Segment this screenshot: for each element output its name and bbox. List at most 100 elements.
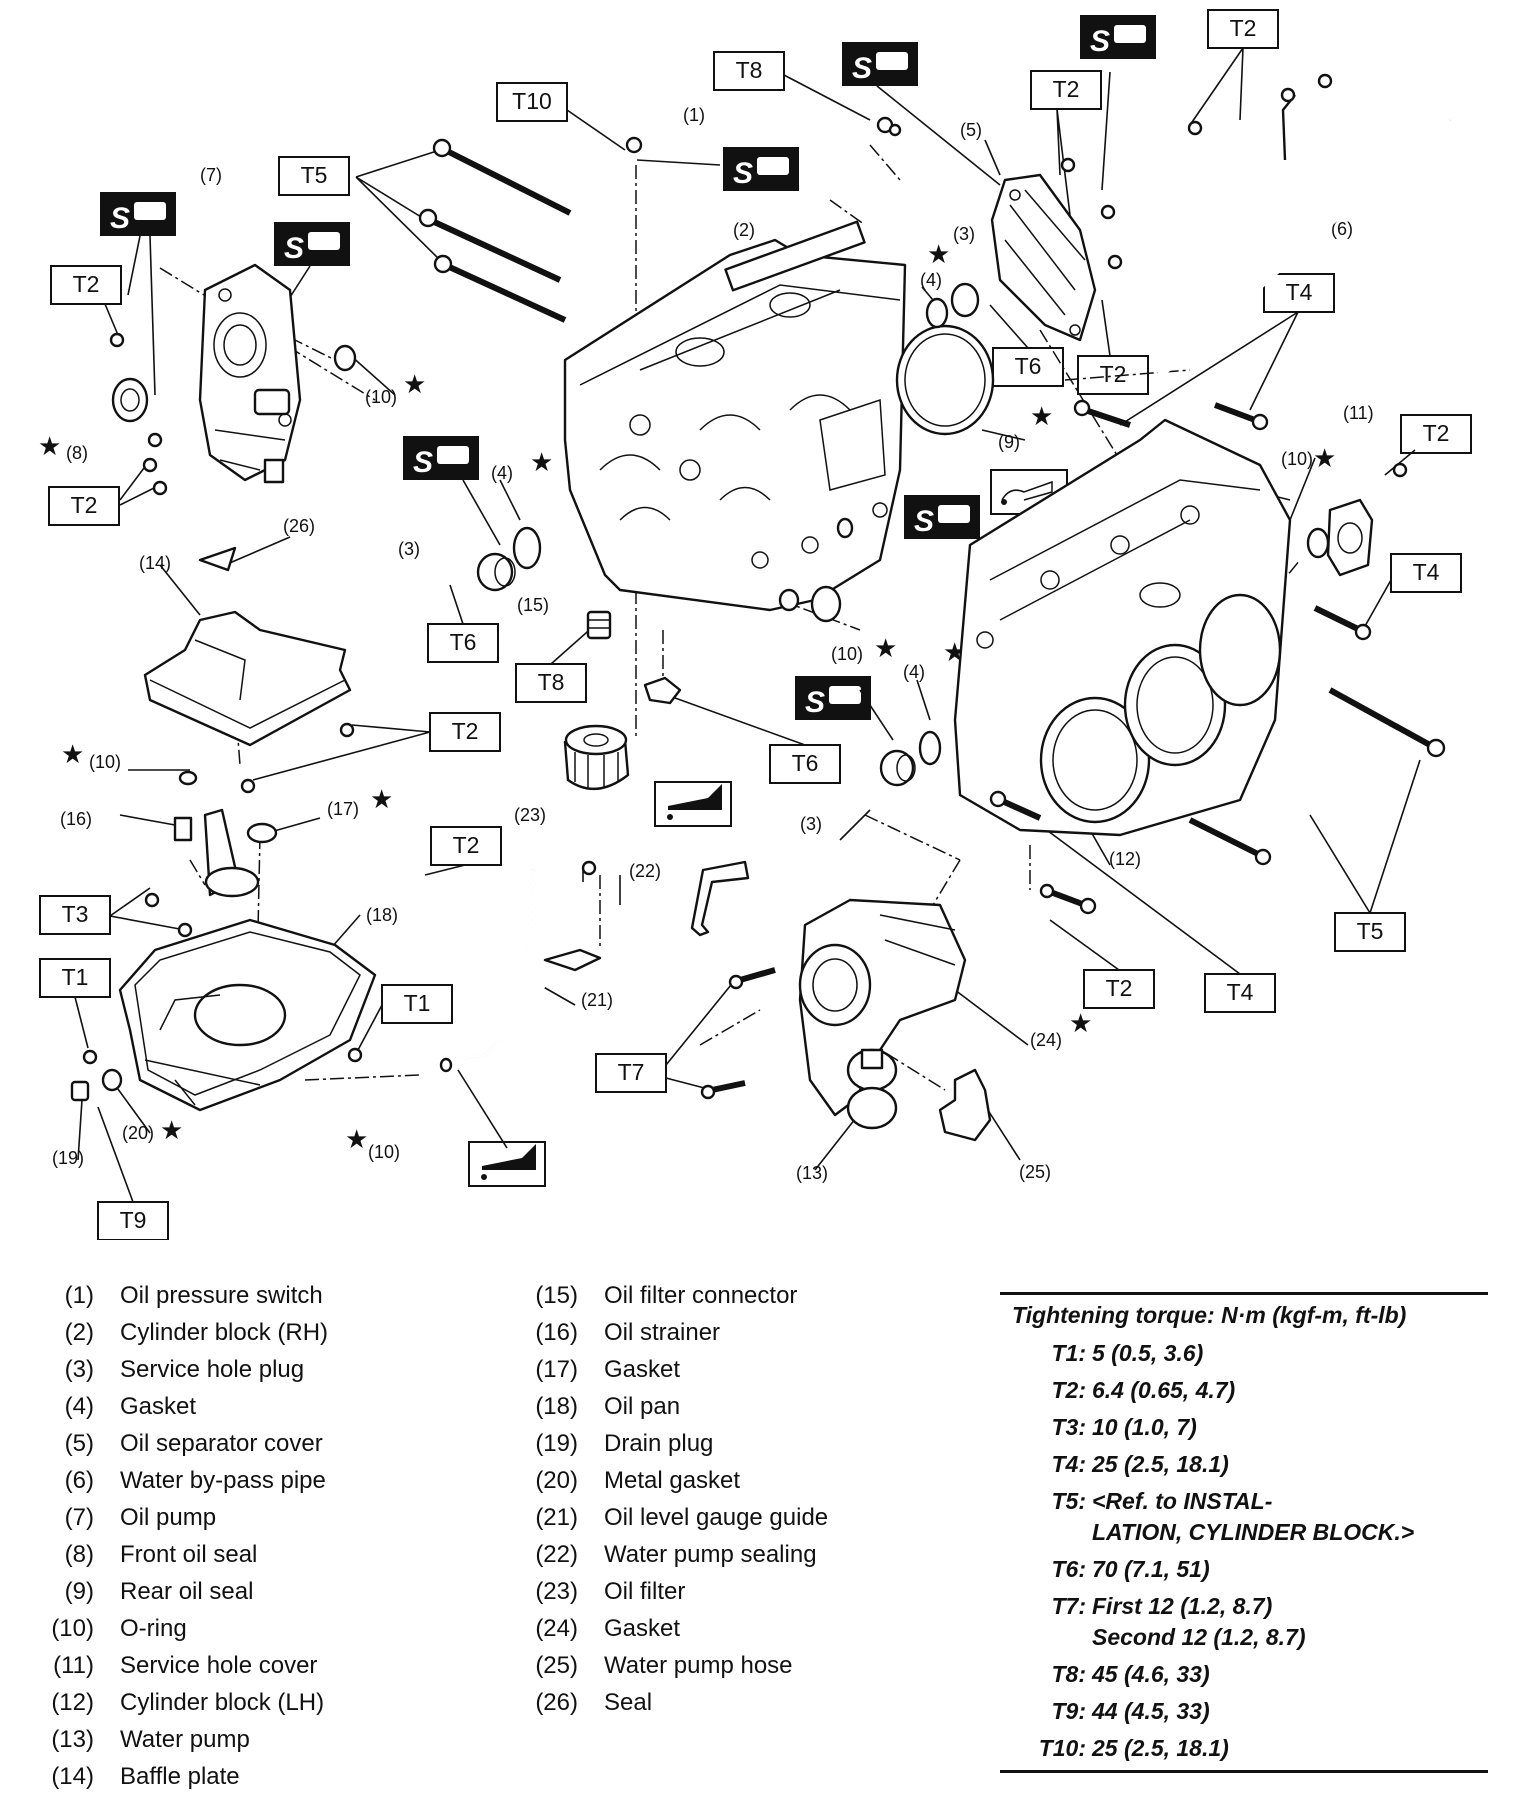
torque-label-t2: T2 — [430, 826, 502, 866]
torque-row: T8:45 (4.6, 33) — [1000, 1659, 1488, 1690]
svg-text:(10): (10) — [368, 1142, 400, 1162]
o-ring — [178, 770, 198, 786]
svg-text:T6: T6 — [450, 629, 477, 655]
oil-pan — [118, 918, 377, 1112]
svg-text:T1: T1 — [62, 964, 89, 990]
svg-text:T4: T4 — [1286, 279, 1313, 305]
torque-value: Second 12 (1.2, 8.7) — [1092, 1624, 1306, 1650]
part-callouts: (1) (2) (3) (3) (3) (4) (4) (4) (5) (6) … — [52, 105, 1374, 1183]
svg-text:T8: T8 — [736, 57, 763, 83]
o-ring — [778, 517, 854, 623]
part-name: Baffle plate — [120, 1763, 240, 1790]
svg-text:T3: T3 — [62, 901, 89, 927]
torque-row: T1:5 (0.5, 3.6) — [1000, 1338, 1488, 1369]
torque-value: LATION, CYLINDER BLOCK.> — [1092, 1519, 1415, 1545]
torque-row: T6:70 (7.1, 51) — [1000, 1554, 1488, 1585]
torque-value: 70 (7.1, 51) — [1092, 1556, 1210, 1582]
torque-code: T10: — [1038, 1735, 1086, 1761]
part-number: (16) — [535, 1319, 578, 1346]
part-name: Oil separator cover — [120, 1430, 323, 1457]
svg-text:(11): (11) — [1343, 403, 1374, 423]
svg-text:T2: T2 — [1106, 975, 1133, 1001]
svg-text:(21): (21) — [581, 990, 613, 1010]
parts-list-item: (6)Water by-pass pipe — [48, 1467, 448, 1504]
part-name: Oil pan — [604, 1393, 681, 1420]
svg-text:(1): (1) — [683, 105, 705, 125]
torque-label-t5: T5 — [1334, 912, 1406, 952]
torque-code: T2: — [1051, 1377, 1087, 1403]
torque-row: T3:10 (1.0, 7) — [1000, 1412, 1488, 1443]
part-name: Service hole cover — [120, 1652, 318, 1679]
parts-list-item: (7)Oil pump — [48, 1504, 448, 1541]
parts-list-item: (13)Water pump — [48, 1726, 448, 1763]
torque-label-t8: T8 — [713, 51, 785, 91]
water-pump — [798, 898, 967, 1130]
svg-text:(3): (3) — [953, 224, 975, 244]
torque-row: T5:<Ref. to INSTAL-LATION, CYLINDER BLOC… — [1000, 1486, 1488, 1548]
svg-text:T4: T4 — [1227, 979, 1254, 1005]
svg-text:★: ★ — [530, 447, 553, 477]
svg-text:(18): (18) — [366, 905, 398, 925]
parts-list-item: (26)Seal — [532, 1689, 952, 1726]
parts-list-item: (18)Oil pan — [532, 1393, 952, 1430]
o-ring — [333, 344, 357, 372]
svg-text:(10): (10) — [89, 752, 121, 772]
svg-text:(16): (16) — [60, 809, 92, 829]
svg-text:S: S — [733, 157, 753, 190]
svg-text:(3): (3) — [398, 539, 420, 559]
torque-row: T9:44 (4.5, 33) — [1000, 1696, 1488, 1727]
part-number: (14) — [51, 1763, 94, 1790]
parts-list-column-2: (15)Oil filter connector(16)Oil strainer… — [532, 1282, 952, 1726]
parts-list-item: (21)Oil level gauge guide — [532, 1504, 952, 1541]
svg-text:T8: T8 — [538, 669, 565, 695]
torque-code: T6: — [1051, 1556, 1087, 1582]
part-name: Cylinder block (LH) — [120, 1689, 325, 1716]
rear-oil-seal — [895, 324, 995, 436]
svg-text:(19): (19) — [52, 1148, 84, 1168]
part-number: (21) — [535, 1504, 578, 1531]
torque-code: T1: — [1051, 1340, 1087, 1366]
part-number: (8) — [64, 1541, 94, 1568]
svg-text:★: ★ — [38, 431, 61, 461]
parts-list-item: (10)O-ring — [48, 1615, 448, 1652]
svg-text:★: ★ — [61, 739, 84, 769]
svg-text:(5): (5) — [960, 120, 982, 140]
parts-list-item: (5)Oil separator cover — [48, 1430, 448, 1467]
svg-text:T6: T6 — [1015, 353, 1042, 379]
parts-list-item: (12)Cylinder block (LH) — [48, 1689, 448, 1726]
liquid-gasket-icon: S — [795, 676, 871, 720]
svg-text:(3): (3) — [800, 814, 822, 834]
torque-label-t8: T8 — [515, 663, 587, 703]
part-number: (22) — [535, 1541, 578, 1568]
part-name: Metal gasket — [604, 1467, 741, 1494]
liquid-gasket-icon: S — [403, 436, 479, 480]
svg-text:(4): (4) — [903, 662, 925, 682]
part-number: (19) — [535, 1430, 578, 1457]
part-name: Gasket — [604, 1615, 681, 1642]
svg-text:★: ★ — [370, 784, 393, 814]
torque-label-t6: T6 — [992, 347, 1064, 387]
svg-text:T2: T2 — [1100, 361, 1127, 387]
part-name: Oil pump — [120, 1504, 217, 1531]
torque-value: First 12 (1.2, 8.7) — [1092, 1593, 1273, 1619]
svg-text:T10: T10 — [512, 88, 552, 114]
liquid-gasket-icon: S — [274, 222, 350, 266]
parts-list-column-1: (1)Oil pressure switch(2)Cylinder block … — [48, 1282, 448, 1800]
torque-value: <Ref. to INSTAL- — [1092, 1488, 1273, 1514]
torque-label-t2: T2 — [50, 265, 122, 305]
part-number: (9) — [64, 1578, 94, 1605]
part-number: (13) — [51, 1726, 94, 1753]
svg-text:★: ★ — [874, 633, 897, 663]
part-number: (17) — [535, 1356, 578, 1383]
torque-label-t6: T6 — [769, 744, 841, 784]
torque-label-t2: T2 — [1030, 70, 1102, 110]
torque-label-t6: T6 — [427, 623, 499, 663]
part-number: (2) — [64, 1319, 94, 1346]
bolts — [82, 73, 1446, 1100]
liquid-gasket-icon: S — [100, 192, 176, 236]
part-number: (15) — [535, 1282, 578, 1309]
part-name: Water pump sealing — [604, 1541, 817, 1568]
torque-row: T10:25 (2.5, 18.1) — [1000, 1733, 1488, 1764]
part-name: Water pump hose — [604, 1652, 793, 1679]
torque-value: 25 (2.5, 18.1) — [1092, 1451, 1229, 1477]
